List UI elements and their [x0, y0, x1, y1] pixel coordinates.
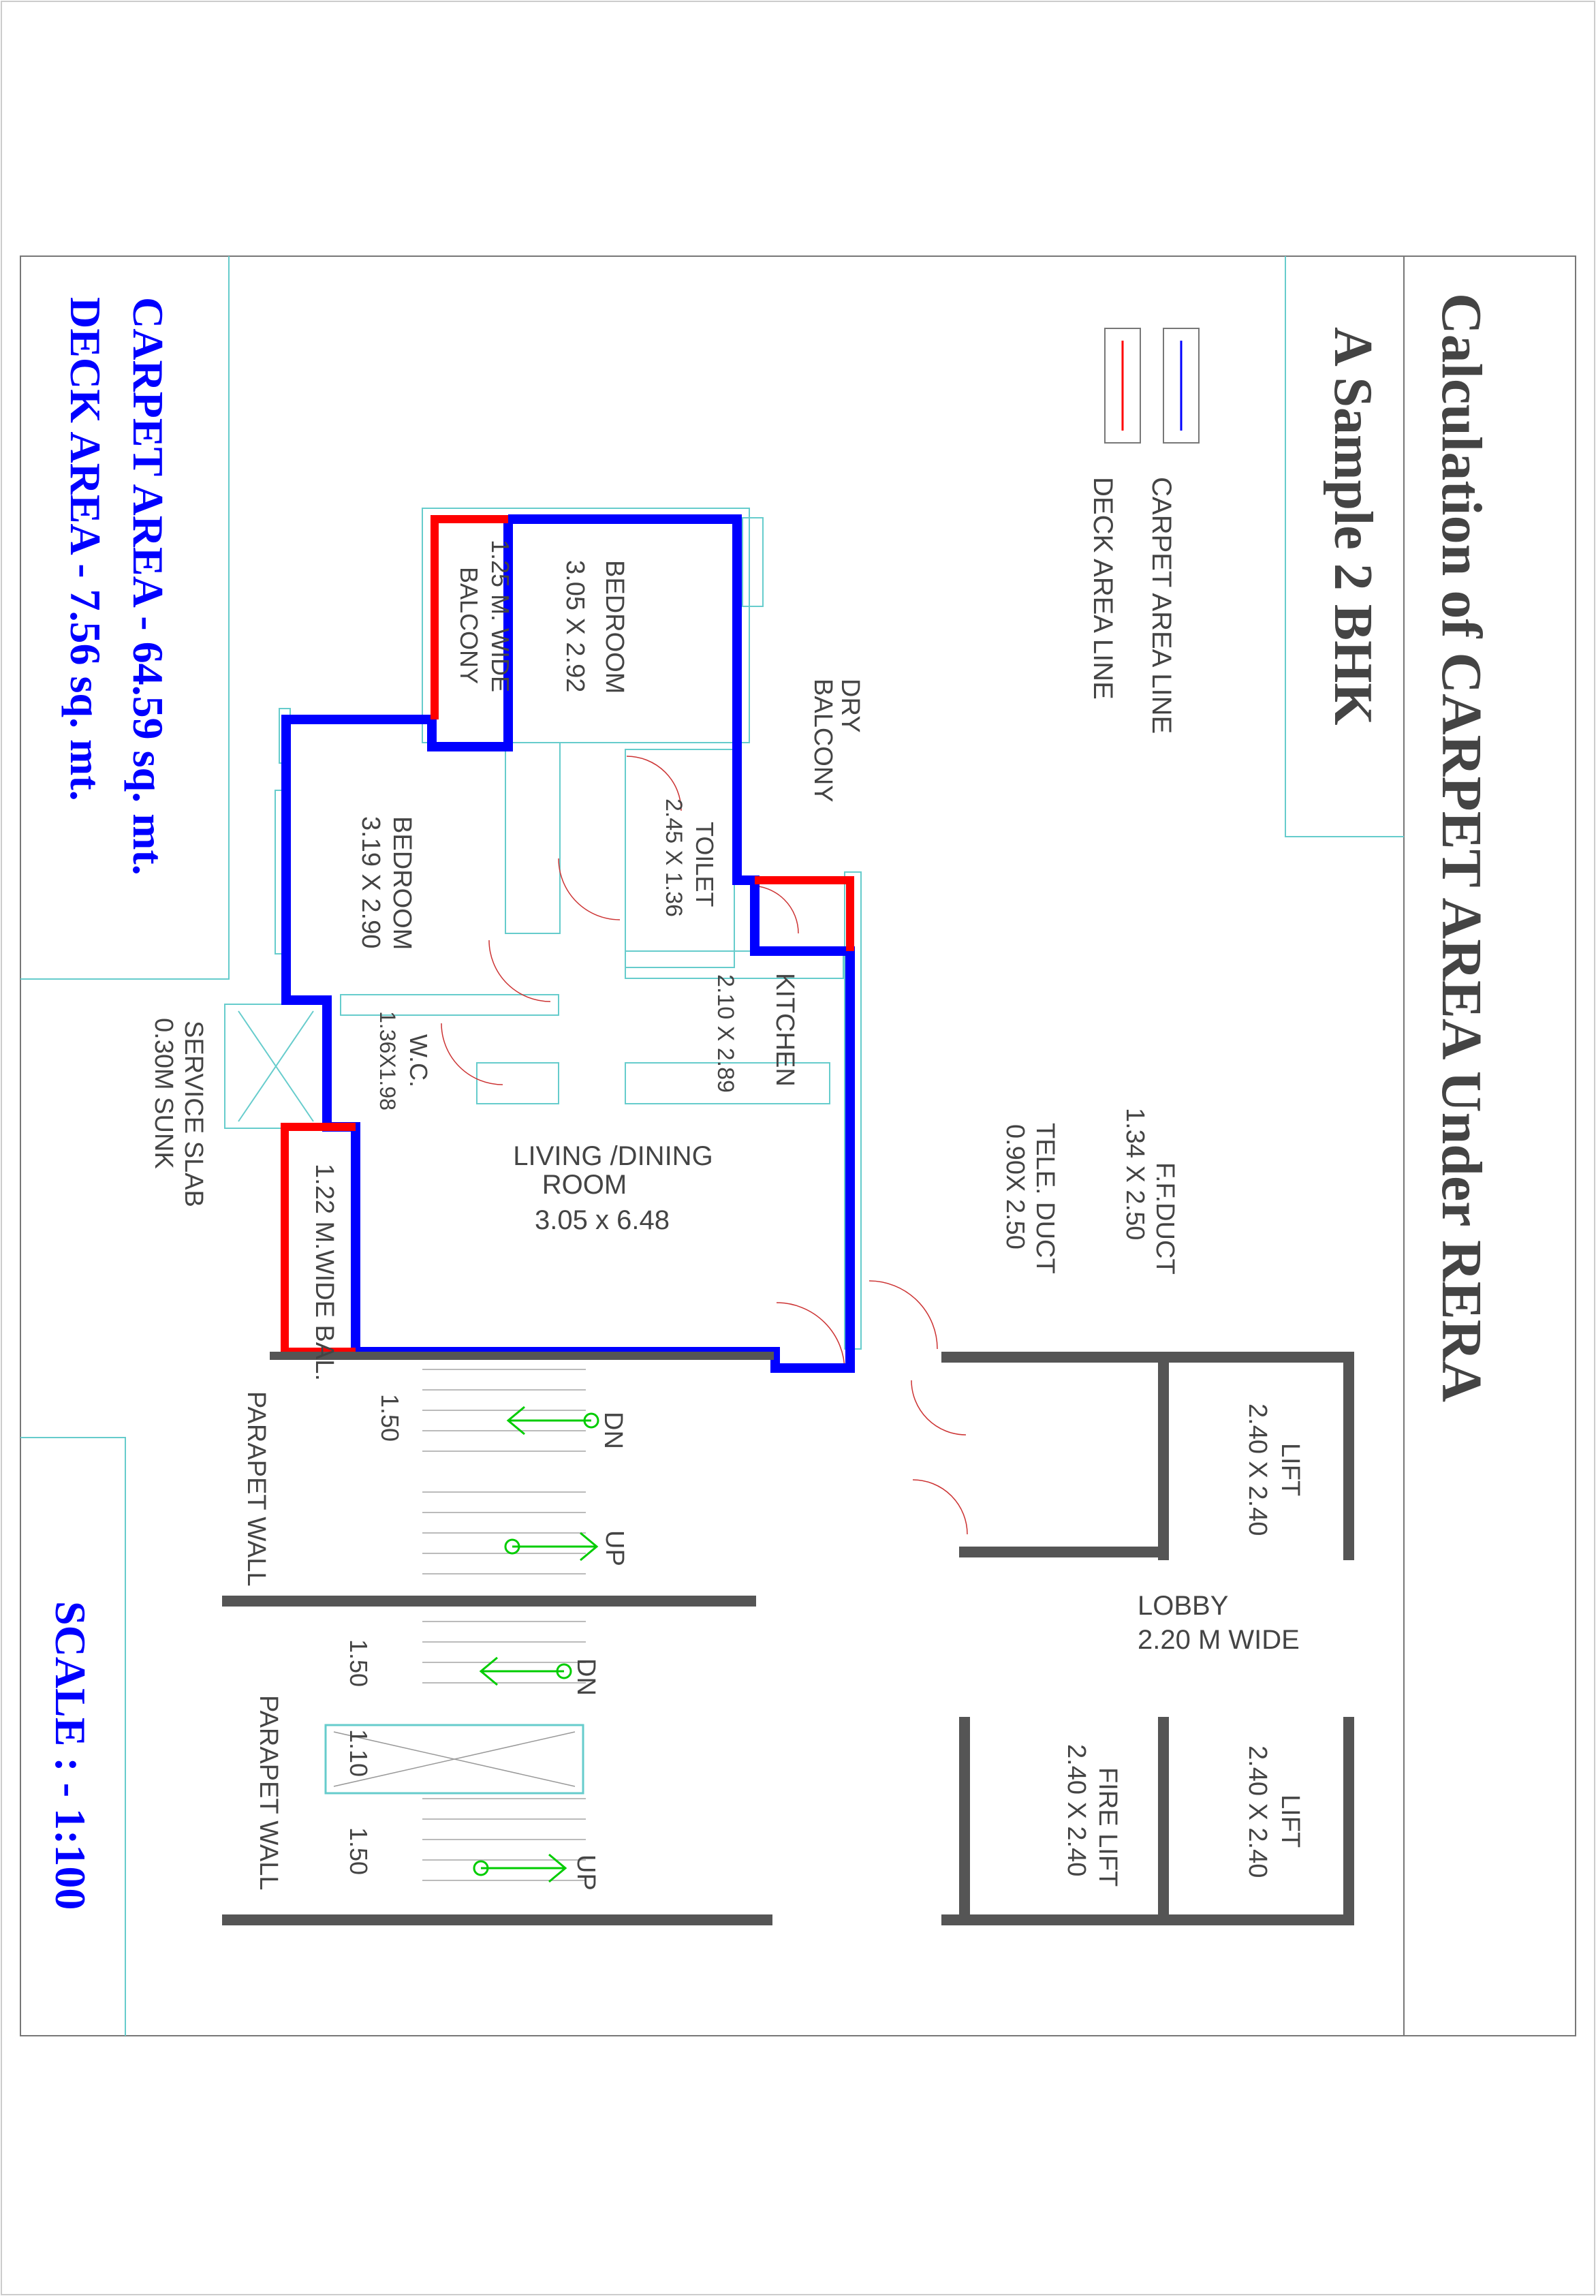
ff-duct-dims: 1.34 X 2.50 — [1121, 1108, 1149, 1240]
title-text: Calculation of CARPET AREA Under RERA — [1430, 293, 1493, 1402]
stair-well-cross-b — [333, 1731, 576, 1787]
stair-dn-1: DN — [599, 1412, 627, 1449]
lift1-dims: 2.40 X 2.40 — [1243, 1403, 1272, 1536]
stair-dim-150-b: 1.50 — [345, 1639, 373, 1687]
lobby-dims: 2.20 M WIDE — [1138, 1625, 1300, 1655]
wc-label: W.C. — [405, 1034, 433, 1087]
tele-duct-label: TELE. DUCT — [1031, 1123, 1059, 1274]
ff-duct-label: F.F.DUCT — [1151, 1162, 1179, 1275]
stair-dim-150-c: 1.50 — [345, 1827, 373, 1875]
fire-lift-dims: 2.40 X 2.40 — [1062, 1744, 1091, 1876]
balcony-122-label: 1.22 M.WIDE BAL. — [310, 1164, 339, 1381]
scale-box — [20, 1437, 126, 2036]
deck-area-line-dry-balcony — [755, 876, 854, 951]
bedroom1-label: BEDROOM — [600, 560, 629, 694]
bedroom2-dims: 3.19 X 2.90 — [356, 816, 385, 948]
legend-carpet-swatch — [1163, 328, 1200, 444]
stair-labels: DN UP DN UP 1.50 1.50 1.10 1.50 PARAPET … — [242, 1391, 629, 1891]
lift2-dims: 2.40 X 2.40 — [1243, 1746, 1272, 1878]
lift1-label: LIFT — [1276, 1443, 1304, 1496]
stair-well — [324, 1724, 584, 1795]
subtitle-text: A Sample 2 BHK — [1323, 327, 1383, 726]
deck-area-text: DECK AREA - 7.56 sq. mt. — [61, 297, 110, 801]
bedroom1-dims: 3.05 X 2.92 — [561, 560, 589, 692]
kitchen-dims: 2.10 X 2.89 — [713, 974, 738, 1093]
deck-area-line-balcony-top — [431, 515, 508, 719]
toilet-label: TOILET — [691, 822, 719, 907]
wc-dims: 1.36X1.98 — [375, 1011, 400, 1111]
subtitle-box — [1285, 256, 1404, 837]
fire-lift-label: FIRE LIFT — [1093, 1767, 1122, 1887]
tele-duct-dims: 0.90X 2.50 — [1001, 1124, 1029, 1250]
toilet-dims: 2.45 X 1.36 — [661, 798, 687, 917]
service-slab-label: SERVICE SLAB — [179, 1021, 208, 1207]
dry-balcony-label: DRY — [836, 679, 864, 733]
balcony-wide-label: 1.25 M. WIDE — [486, 540, 514, 692]
lift2-label: LIFT — [1276, 1795, 1304, 1848]
area-info-box — [20, 256, 230, 980]
stair-dim-110: 1.10 — [345, 1729, 373, 1777]
legend-carpet-label: CARPET AREA LINE — [1146, 477, 1176, 734]
kitchen-label: KITCHEN — [770, 973, 799, 1087]
carpet-area-text: CARPET AREA - 64.59 sq. mt. — [124, 297, 172, 875]
service-slab-sub: 0.30M SUNK — [149, 1018, 178, 1169]
bedroom2-label: BEDROOM — [388, 816, 416, 950]
stair-up-2: UP — [572, 1855, 600, 1891]
lobby-label: LOBBY — [1138, 1591, 1228, 1621]
room-labels: BEDROOM 3.05 X 2.92 1.25 M. WIDE BALCONY… — [149, 540, 1304, 1887]
dry-balcony-sub: BALCONY — [809, 679, 837, 803]
drawing-frame — [20, 255, 1576, 2036]
living-sub: ROOM — [542, 1170, 627, 1200]
living-dims: 3.05 x 6.48 — [535, 1205, 670, 1235]
legend-deck-swatch — [1104, 328, 1141, 444]
living-label: LIVING /DINING — [513, 1141, 713, 1171]
stair-up-1: UP — [600, 1530, 629, 1566]
parapet-wall-2: PARAPET WALL — [254, 1695, 283, 1891]
stair-treads — [422, 1369, 586, 1881]
core-walls — [222, 1352, 1354, 1925]
stair-arrows — [473, 1406, 599, 1883]
stair-dn-2: DN — [572, 1658, 600, 1696]
scale-text: SCALE : - 1:100 — [46, 1601, 95, 1910]
legend-deck-label: DECK AREA LINE — [1088, 477, 1118, 700]
door-swings — [441, 756, 968, 1535]
parapet-wall-1: PARAPET WALL — [242, 1391, 270, 1587]
stair-dim-150-a: 1.50 — [376, 1394, 404, 1442]
balcony-wide-sub: BALCONY — [455, 567, 483, 684]
